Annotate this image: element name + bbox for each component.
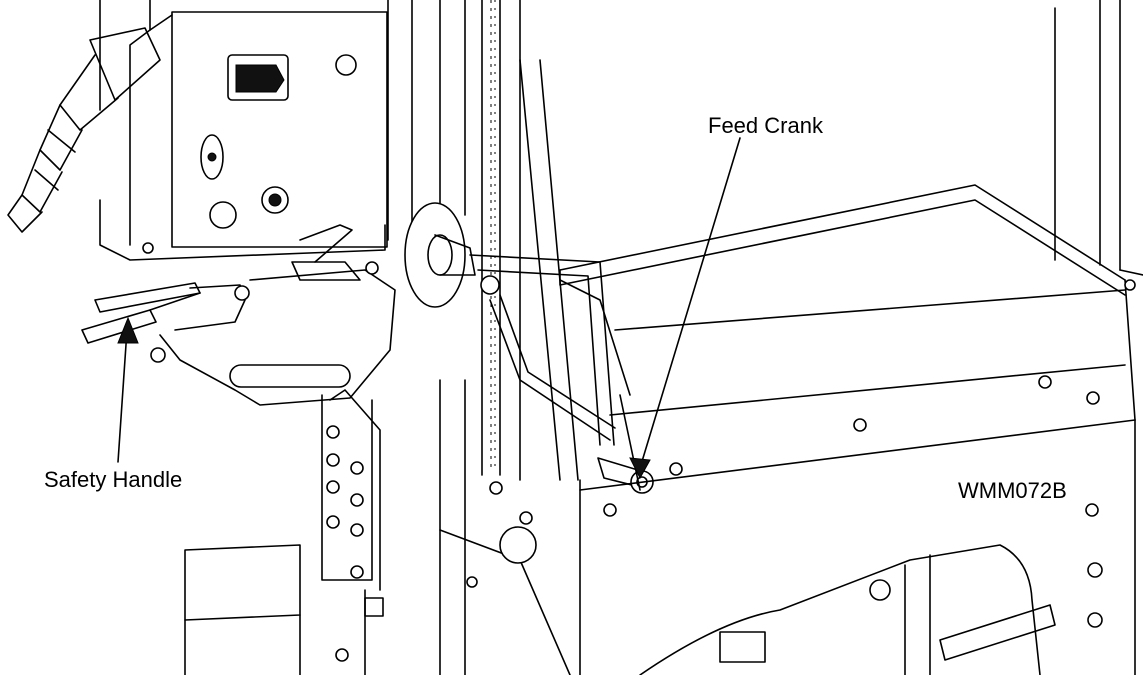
feeder-housing — [559, 184, 1143, 675]
safety-handle-assembly — [81, 199, 396, 406]
mount-plate — [184, 389, 571, 675]
safety-handle-leader — [117, 316, 139, 463]
rack-gear — [481, 0, 579, 481]
feed-crank-label: Feed Crank — [708, 113, 824, 138]
bolt-heads — [142, 242, 1136, 662]
control-box — [129, 0, 388, 248]
figure-id: WMM072B — [958, 478, 1067, 503]
feeder-lower-body — [639, 419, 1136, 675]
safety-handle-label: Safety Handle — [44, 467, 182, 492]
vertical-frame-rails — [99, 0, 1121, 675]
feed-crank-leader — [629, 137, 741, 480]
feed-wheel-disc — [404, 202, 500, 308]
cable-connector — [7, 27, 161, 233]
